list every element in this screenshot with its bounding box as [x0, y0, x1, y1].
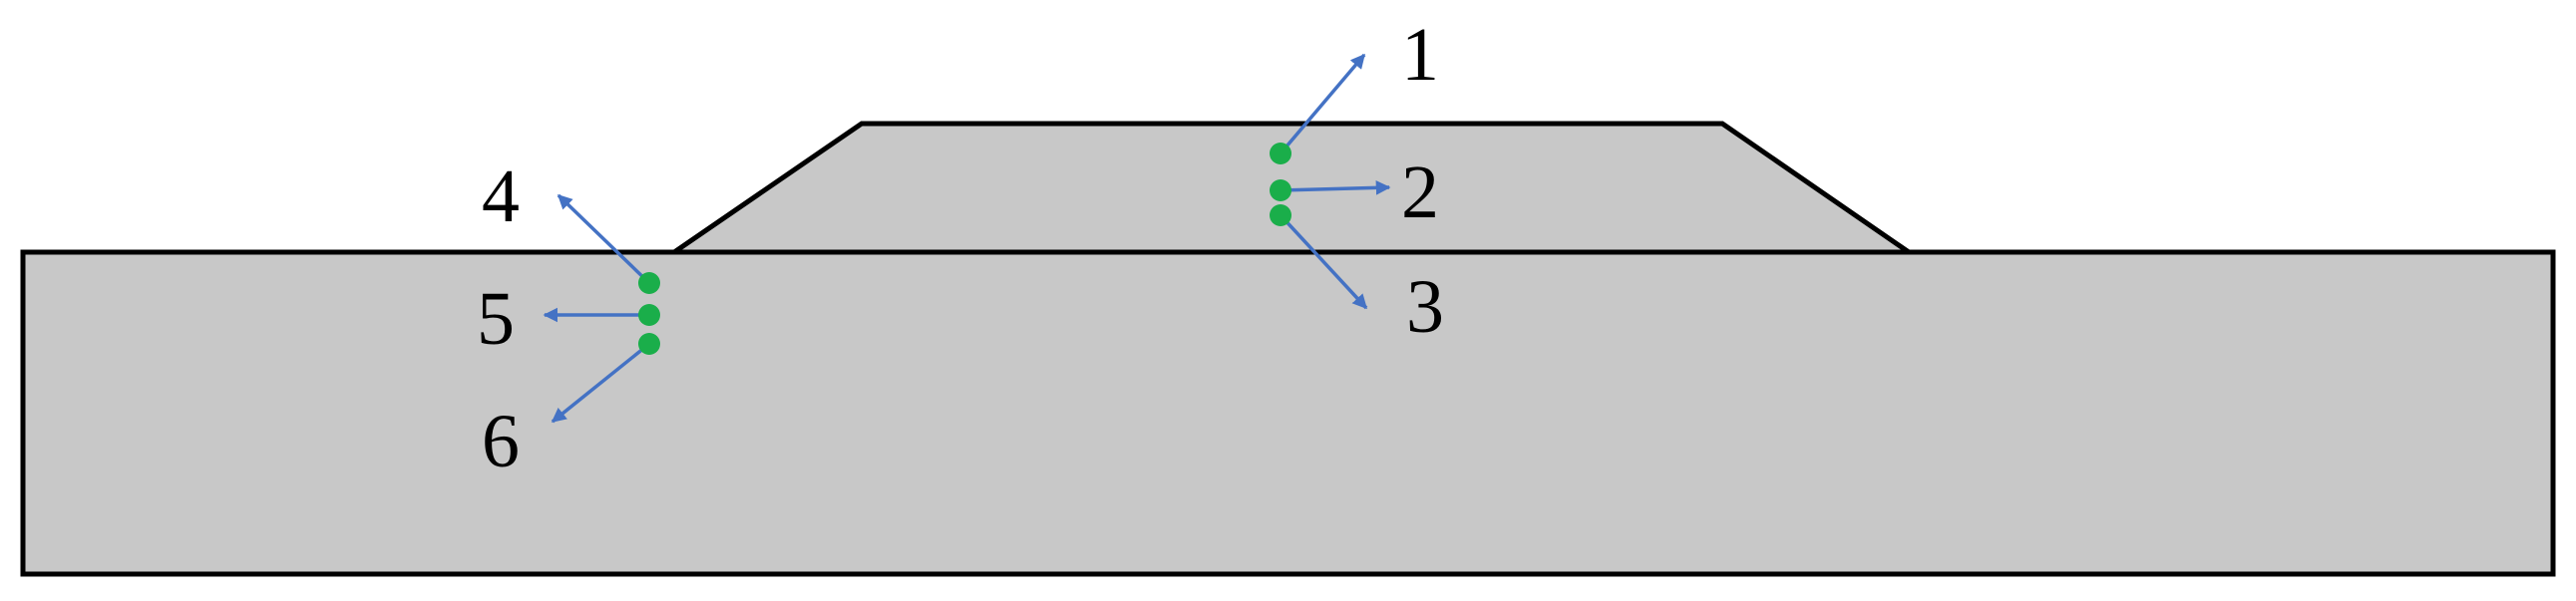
- point-4: [638, 272, 660, 294]
- arrow-1: [1279, 53, 1366, 155]
- raised-trapezoid-layer: [665, 121, 1918, 255]
- arrow-4: [556, 193, 651, 285]
- arrow-3: [1279, 213, 1368, 310]
- label-5: 5: [477, 277, 515, 361]
- label-3: 3: [1406, 265, 1444, 349]
- label-2: 2: [1401, 150, 1439, 234]
- label-4: 4: [482, 154, 520, 238]
- point-2: [1270, 179, 1291, 201]
- arrow-6: [551, 342, 651, 424]
- arrow-2: [1280, 180, 1391, 195]
- point-1: [1270, 143, 1291, 164]
- point-6: [638, 333, 660, 355]
- label-6: 6: [482, 400, 520, 483]
- point-3: [1270, 204, 1291, 226]
- label-1: 1: [1401, 13, 1439, 97]
- base-layer: [20, 249, 2556, 577]
- point-5: [638, 304, 660, 326]
